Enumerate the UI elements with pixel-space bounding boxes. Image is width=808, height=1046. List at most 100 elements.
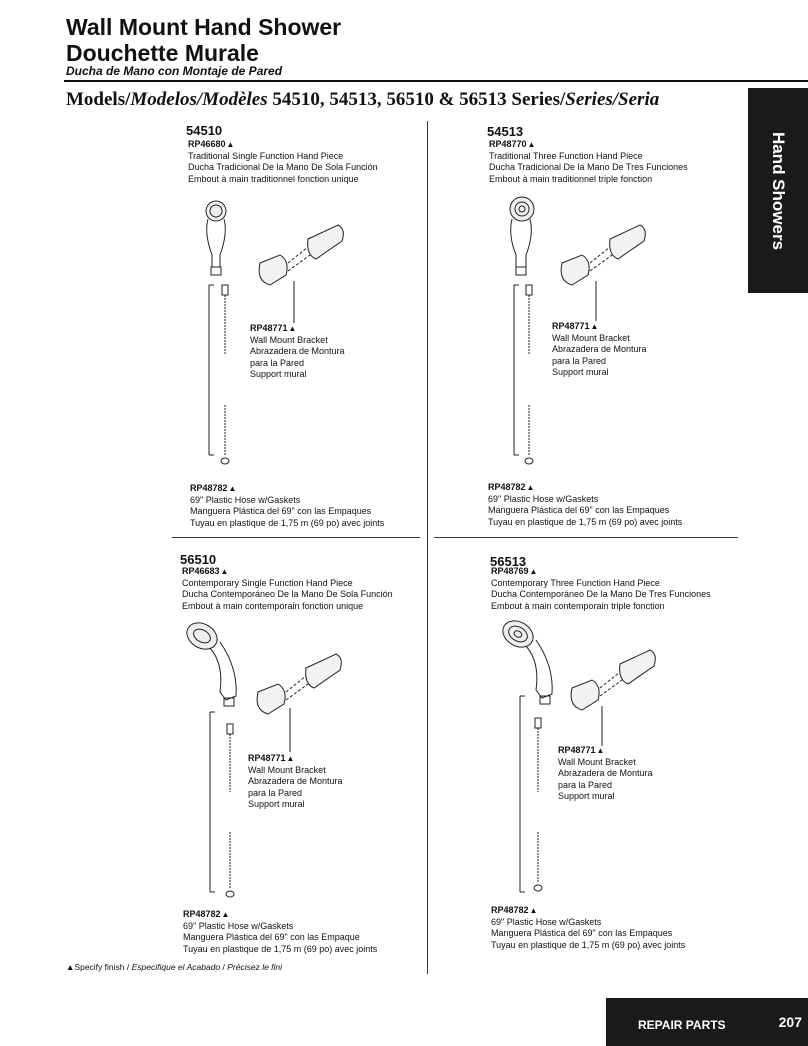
part-desc-en: Contemporary Three Function Hand Piece xyxy=(491,577,660,588)
triangle-icon: ▲ xyxy=(529,567,538,576)
part-number: RP48771 xyxy=(558,745,596,755)
part-number: RP48769 xyxy=(491,566,529,576)
triangle-icon: ▲ xyxy=(226,140,235,149)
part-desc-en: 69" Plastic Hose w/Gaskets xyxy=(190,494,301,505)
part-number: RP48782 xyxy=(183,909,221,919)
triangle-icon: ▲ xyxy=(288,324,297,333)
model-number-54513: 54513 xyxy=(487,124,524,139)
triangle-icon: ▲ xyxy=(66,962,75,972)
part-number: RP48771 xyxy=(248,753,286,763)
models-sep: / xyxy=(196,89,203,110)
hose-callout-56513: RP48782▲ 69" Plastic Hose w/Gaskets Mang… xyxy=(491,905,685,951)
part-number: RP48770 xyxy=(489,139,527,149)
models-sep-2: / xyxy=(612,89,619,110)
bracket-callout-56510: RP48771▲ Wall Mount Bracket Abrazadera d… xyxy=(248,753,343,811)
page-title-fr: Douchette Murale xyxy=(66,40,259,66)
panel-divider-vertical xyxy=(427,121,428,974)
footnote-fr: Précisez le fini xyxy=(227,962,283,972)
part-desc-en: Wall Mount Bracket xyxy=(250,334,328,345)
footnote-sep: / xyxy=(124,962,132,972)
models-series-fr: Seria xyxy=(618,89,660,110)
bracket-callout-56513: RP48771▲ Wall Mount Bracket Abrazadera d… xyxy=(558,745,653,803)
part-desc-es: Ducha Contemporáneo De la Mano De Sola F… xyxy=(182,589,393,599)
part-desc-en: Wall Mount Bracket xyxy=(558,756,636,767)
part-desc-fr: Embout à main traditionnel triple foncti… xyxy=(489,173,653,184)
part-number: RP48782 xyxy=(488,482,526,492)
part-number: RP48771 xyxy=(250,323,288,333)
handpiece-callout-54513: RP48770▲ Traditional Three Function Hand… xyxy=(489,139,688,185)
part-desc-fr: Tuyau en plastique de 1,75 m (69 po) ave… xyxy=(488,516,683,527)
side-tab-hand-showers[interactable]: Hand Showers xyxy=(748,88,808,293)
part-desc-fr: Support mural xyxy=(552,367,609,377)
part-desc-es: Manguera Plástica del 69" con las Empaqu… xyxy=(183,932,360,942)
part-desc-en: 69" Plastic Hose w/Gaskets xyxy=(491,916,602,927)
model-number-56510: 56510 xyxy=(180,552,217,567)
part-desc-en: 69" Plastic Hose w/Gaskets xyxy=(183,920,294,931)
part-desc-es: Abrazadera de Montura xyxy=(552,344,647,354)
model-number-54510: 54510 xyxy=(186,123,223,138)
part-desc-en: Traditional Three Function Hand Piece xyxy=(489,150,643,161)
part-number: RP46680 xyxy=(188,139,226,149)
models-prefix: Models/ xyxy=(66,89,131,110)
handpiece-callout-54510: RP46680▲ Traditional Single Function Han… xyxy=(188,139,378,185)
triangle-icon: ▲ xyxy=(220,567,229,576)
part-desc-en: Contemporary Single Function Hand Piece xyxy=(182,577,353,588)
part-desc-es: Abrazadera de Montura xyxy=(250,346,345,356)
model-number-56513: 56513 xyxy=(490,554,527,569)
triangle-icon: ▲ xyxy=(527,140,536,149)
triangle-icon: ▲ xyxy=(529,906,538,915)
triangle-icon: ▲ xyxy=(590,322,599,331)
part-desc-es-2: para la Pared xyxy=(248,787,303,798)
hose-callout-54513: RP48782▲ 69" Plastic Hose w/Gaskets Mang… xyxy=(488,482,682,528)
part-desc-fr: Support mural xyxy=(558,791,615,801)
part-number: RP46683 xyxy=(182,566,220,576)
part-desc-es: Abrazadera de Montura xyxy=(558,768,653,778)
side-tab-label: Hand Showers xyxy=(769,131,788,250)
models-numbers: 54510, 54513, 56510 & 56513 Series/ xyxy=(267,89,566,110)
part-desc-fr: Tuyau en plastique de 1,75 m (69 po) ave… xyxy=(491,939,686,950)
part-desc-es: Ducha Tradicional De la Mano De Tres Fun… xyxy=(489,162,688,172)
footer-section-tab: REPAIR PARTS 207 xyxy=(606,998,808,1046)
part-desc-fr: Embout à main traditionnel fonction uniq… xyxy=(188,173,359,184)
triangle-icon: ▲ xyxy=(286,754,295,763)
part-desc-es-2: para la Pared xyxy=(250,357,305,368)
models-heading: Models/Modelos/Modèles 54510, 54513, 565… xyxy=(66,89,659,111)
header-rule xyxy=(64,80,808,82)
part-desc-en: 69" Plastic Hose w/Gaskets xyxy=(488,493,599,504)
bracket-callout-54510: RP48771▲ Wall Mount Bracket Abrazadera d… xyxy=(250,323,345,381)
footer-label: REPAIR PARTS xyxy=(638,1018,726,1032)
footnote-es: Especifique el Acabado xyxy=(131,962,221,972)
part-desc-fr: Support mural xyxy=(250,369,307,379)
footnote-en: Specify finish xyxy=(74,962,125,972)
footnote-sep-2: / xyxy=(220,962,228,972)
part-desc-es-2: para la Pared xyxy=(552,355,607,366)
part-number: RP48782 xyxy=(190,483,228,493)
part-desc-es: Manguera Plástica del 69" con las Empaqu… xyxy=(190,506,372,516)
handshower-assembly-illustration-56510 xyxy=(186,622,342,898)
models-fr: Modèles xyxy=(202,89,268,110)
part-desc-fr: Embout à main contemporain fonction uniq… xyxy=(182,600,364,611)
part-desc-fr: Embout à main contemporain triple foncti… xyxy=(491,600,665,611)
hose-callout-56510: RP48782▲ 69" Plastic Hose w/Gaskets Mang… xyxy=(183,909,377,955)
page-number: 207 xyxy=(778,1014,802,1030)
handshower-assembly-illustration-54513 xyxy=(509,196,646,465)
triangle-icon: ▲ xyxy=(221,910,230,919)
part-desc-es: Abrazadera de Montura xyxy=(248,776,343,786)
handshower-assembly-illustration-56513 xyxy=(502,620,656,893)
models-series-es: Series xyxy=(565,89,613,110)
hose-callout-54510: RP48782▲ 69" Plastic Hose w/Gaskets Mang… xyxy=(190,483,384,529)
models-es: Modelos xyxy=(130,89,197,110)
page-title-en: Wall Mount Hand Shower xyxy=(66,14,342,40)
page-subtitle-es: Ducha de Mano con Montaje de Pared xyxy=(66,64,283,78)
part-desc-es: Manguera Plástica del 69" con las Empaqu… xyxy=(488,505,670,515)
part-desc-es: Ducha Tradicional De la Mano De Sola Fun… xyxy=(188,162,378,172)
part-desc-en: Traditional Single Function Hand Piece xyxy=(188,150,344,161)
part-desc-fr: Tuyau en plastique de 1,75 m (69 po) ave… xyxy=(190,517,385,528)
part-number: RP48782 xyxy=(491,905,529,915)
triangle-icon: ▲ xyxy=(526,483,535,492)
part-desc-es: Manguera Plástica del 69" con las Empaqu… xyxy=(491,928,673,938)
part-desc-en: Wall Mount Bracket xyxy=(248,764,326,775)
part-desc-fr: Support mural xyxy=(248,799,305,809)
part-desc-fr: Tuyau en plastique de 1,75 m (69 po) ave… xyxy=(183,943,378,954)
handpiece-callout-56513: RP48769▲ Contemporary Three Function Han… xyxy=(491,566,711,612)
